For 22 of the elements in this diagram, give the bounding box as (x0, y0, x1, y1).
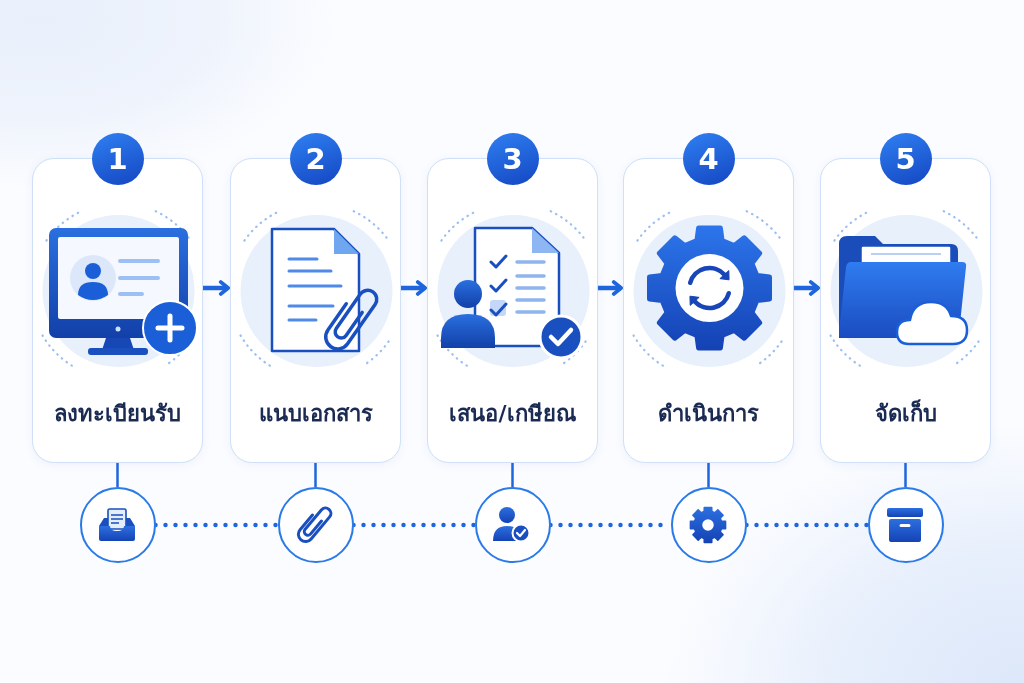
arrow (401, 280, 427, 296)
step-label: เสนอ/เกษียณ (449, 400, 576, 428)
step-label: แนบเอกสาร (258, 400, 373, 428)
connector-line (707, 463, 710, 487)
step-label: ลงทะเบียนรับ (54, 400, 181, 428)
step-label: ดำเนินการ (658, 400, 759, 428)
arrow (794, 280, 820, 296)
dotted-line (744, 522, 870, 528)
step-label: จัดเก็บ (874, 399, 937, 428)
number-badge: 3 (486, 133, 539, 185)
arrow (598, 280, 623, 296)
number-badge: 2 (289, 133, 342, 185)
connector-line (511, 463, 514, 487)
connector-line (116, 463, 119, 487)
number-badge: 4 (682, 133, 735, 185)
number-badge: 1 (91, 133, 144, 185)
connector-line (314, 463, 317, 487)
number-badge: 5 (879, 133, 932, 185)
arrow (203, 280, 230, 296)
connector-line (904, 463, 907, 487)
dotted-line (351, 522, 477, 528)
dotted-line (153, 522, 280, 528)
